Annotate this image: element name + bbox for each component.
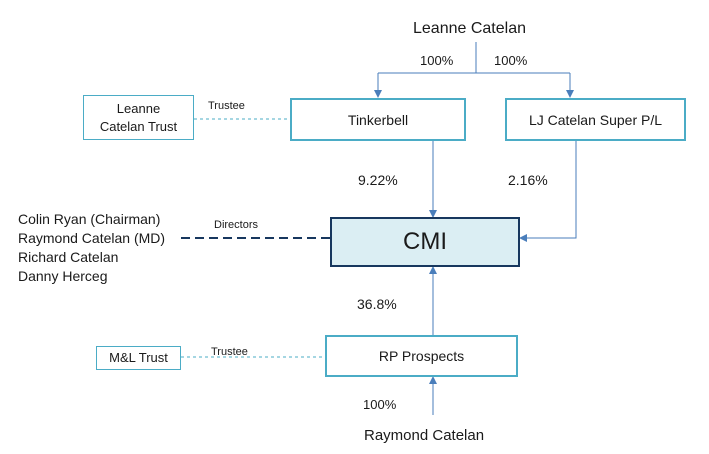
super-box: LJ Catelan Super P/L <box>505 98 686 141</box>
pct-rp-label: 36.8% <box>357 296 397 312</box>
directors-edge-label: Directors <box>214 219 259 231</box>
tinkerbell-label: Tinkerbell <box>347 111 409 128</box>
rp-label: RP Prospects <box>378 348 465 364</box>
leanne-trust-box: Leanne Catelan Trust <box>83 95 194 140</box>
director-name: Richard Catelan <box>18 249 119 265</box>
pct-left-label: 100% <box>420 53 454 68</box>
directors-list: Colin Ryan (Chairman) Raymond Catelan (M… <box>18 210 165 286</box>
bottom-owner-label: Raymond Catelan <box>364 427 485 444</box>
cmi-box: CMI <box>330 217 520 267</box>
director-name: Colin Ryan (Chairman) <box>18 211 161 227</box>
trustee-top-label: Trustee <box>208 100 245 112</box>
pct-right-label: 100% <box>494 53 528 68</box>
cmi-label: CMI <box>403 228 447 255</box>
ml-trust-label: M&L Trust <box>109 350 168 365</box>
director-name: Raymond Catelan (MD) <box>18 230 166 246</box>
top-owner-label: Leanne Catelan <box>413 20 526 37</box>
pct-super-label: 2.16% <box>508 172 548 188</box>
ml-trust-box: M&L Trust <box>96 346 181 370</box>
rp-box: RP Prospects <box>325 335 518 377</box>
arrow-super-cmi <box>519 141 577 242</box>
director-name: Danny Herceg <box>18 268 108 284</box>
pct-tinkerbell-label: 9.22% <box>358 172 398 188</box>
leanne-trust-label: Leanne Catelan Trust <box>99 100 178 134</box>
pct-raymond-label: 100% <box>363 397 397 412</box>
tinkerbell-box: Tinkerbell <box>290 98 466 141</box>
trustee-bottom-label: Trustee <box>211 346 248 358</box>
super-label: LJ Catelan Super P/L <box>528 111 663 128</box>
